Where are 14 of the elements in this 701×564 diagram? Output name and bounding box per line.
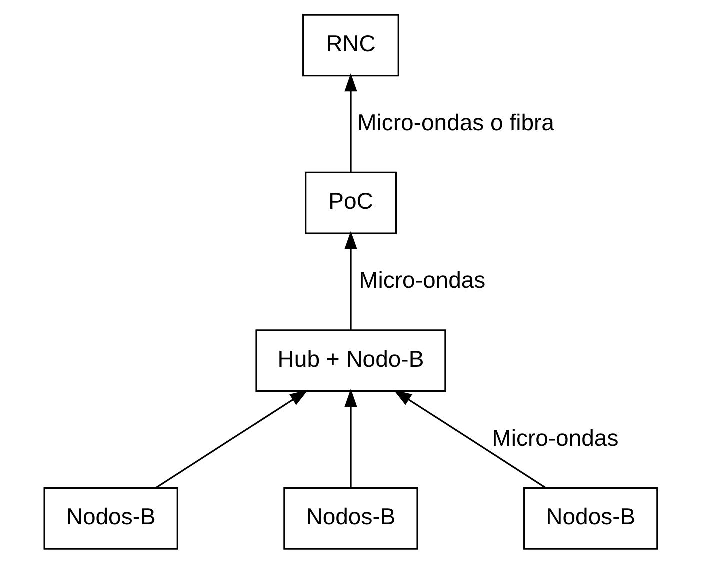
node-box: Nodos-B — [43, 487, 178, 550]
node-box: Nodos-B — [523, 487, 658, 550]
arrow — [344, 73, 357, 172]
arrow — [393, 390, 546, 489]
node-box: RNC — [302, 14, 399, 77]
edge-label: Micro-ondas — [358, 267, 486, 294]
node-box: Nodos-B — [283, 487, 418, 550]
node-box: Hub + Nodo-B — [255, 330, 446, 392]
arrow — [344, 231, 357, 330]
arrow — [155, 390, 308, 489]
edge-label: Micro-ondas — [492, 424, 618, 451]
edge-label: Micro-ondas o fibra — [357, 109, 554, 136]
arrow — [344, 388, 357, 488]
node-box: PoC — [304, 172, 396, 234]
